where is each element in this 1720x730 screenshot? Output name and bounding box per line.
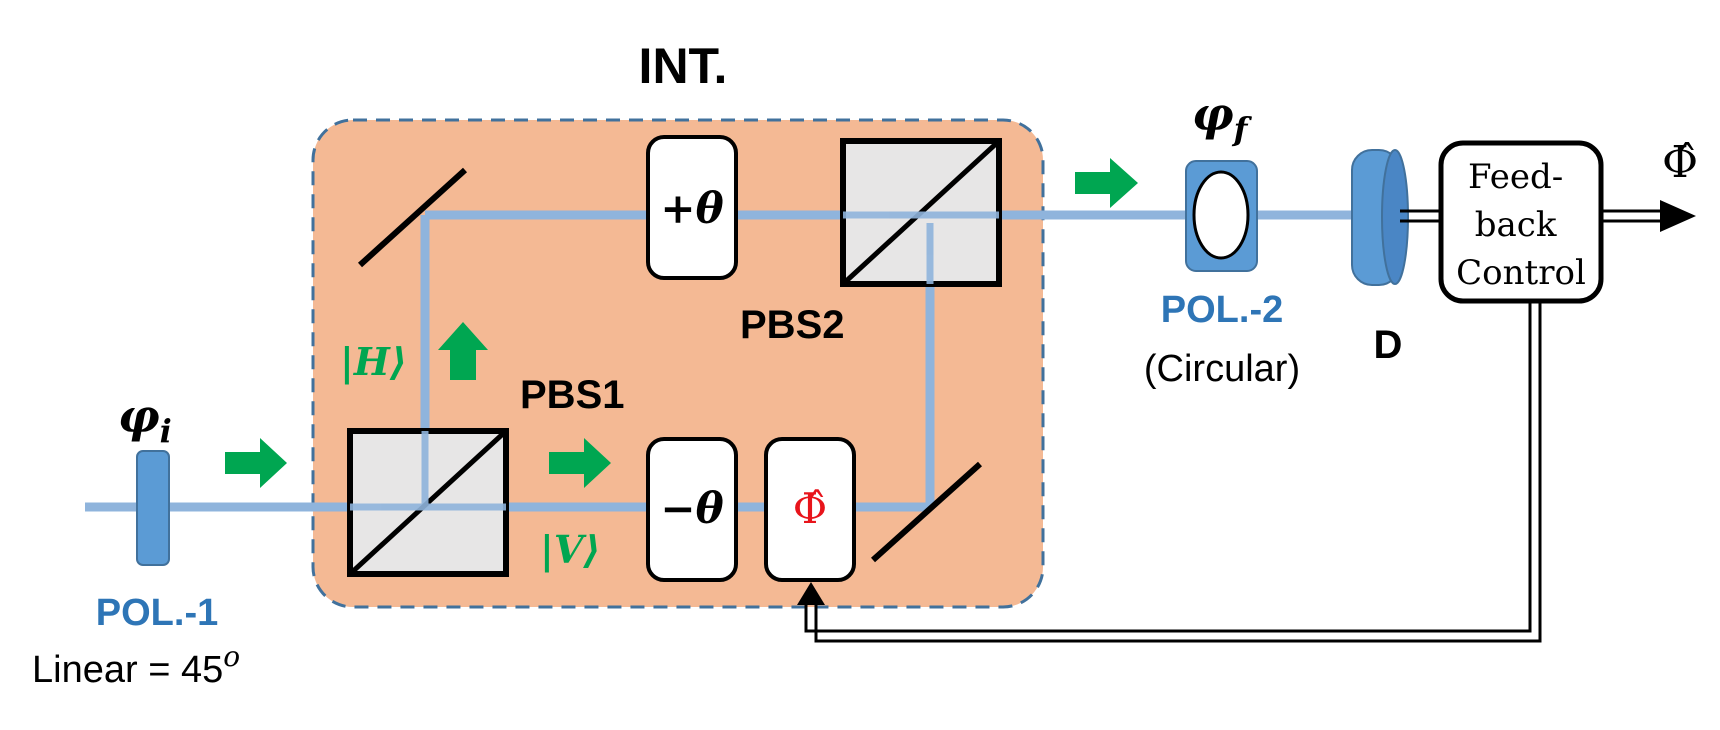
phase-shifter: Φ̂ bbox=[764, 437, 856, 582]
pol1-phase-symbol: φi bbox=[118, 389, 172, 450]
detector-signal-line bbox=[1400, 209, 1440, 223]
mirror-bottom-right bbox=[870, 461, 983, 563]
output-arrow-icon bbox=[1660, 200, 1696, 232]
pol2-desc: (Circular) bbox=[1144, 348, 1300, 390]
plus-theta-label: +θ bbox=[660, 184, 723, 233]
phase-shifter-label: Φ̂ bbox=[793, 484, 827, 533]
feedback-control-label: Feed- back Control bbox=[1456, 157, 1586, 293]
interferometer-label: INT. bbox=[639, 38, 728, 94]
detector-label: D bbox=[1374, 323, 1403, 367]
polarizer-2-aperture bbox=[1192, 170, 1250, 260]
minus-theta-plate: −θ bbox=[646, 437, 738, 582]
polarizer-1 bbox=[136, 450, 170, 566]
pol2-phase-symbol: φf bbox=[1192, 87, 1253, 148]
beam-direction-arrow-icon bbox=[1075, 158, 1138, 208]
beam-direction-arrow-icon bbox=[549, 438, 611, 488]
output-signal-line bbox=[1601, 209, 1662, 223]
pbs2-label: PBS2 bbox=[740, 303, 845, 347]
beam-direction-arrow-icon bbox=[225, 438, 287, 488]
detector-lens-icon bbox=[1351, 149, 1409, 286]
feedback-loop-line bbox=[804, 301, 1542, 643]
pol1-label: POL.-1 bbox=[96, 592, 218, 634]
output-symbol: Φ̂ bbox=[1662, 137, 1698, 188]
minus-theta-label: −θ bbox=[660, 484, 723, 533]
plus-theta-plate: +θ bbox=[646, 135, 738, 280]
pol1-desc: Linear = 45o bbox=[32, 640, 240, 691]
beam-direction-arrow-icon bbox=[438, 322, 488, 380]
state-v-label: |V⟩ bbox=[540, 527, 601, 572]
pol2-label: POL.-2 bbox=[1161, 289, 1283, 331]
feedback-arrow-icon bbox=[797, 582, 825, 605]
state-h-label: |H⟩ bbox=[340, 339, 407, 384]
mirror-top-left bbox=[357, 167, 468, 268]
pbs1-label: PBS1 bbox=[520, 373, 625, 417]
